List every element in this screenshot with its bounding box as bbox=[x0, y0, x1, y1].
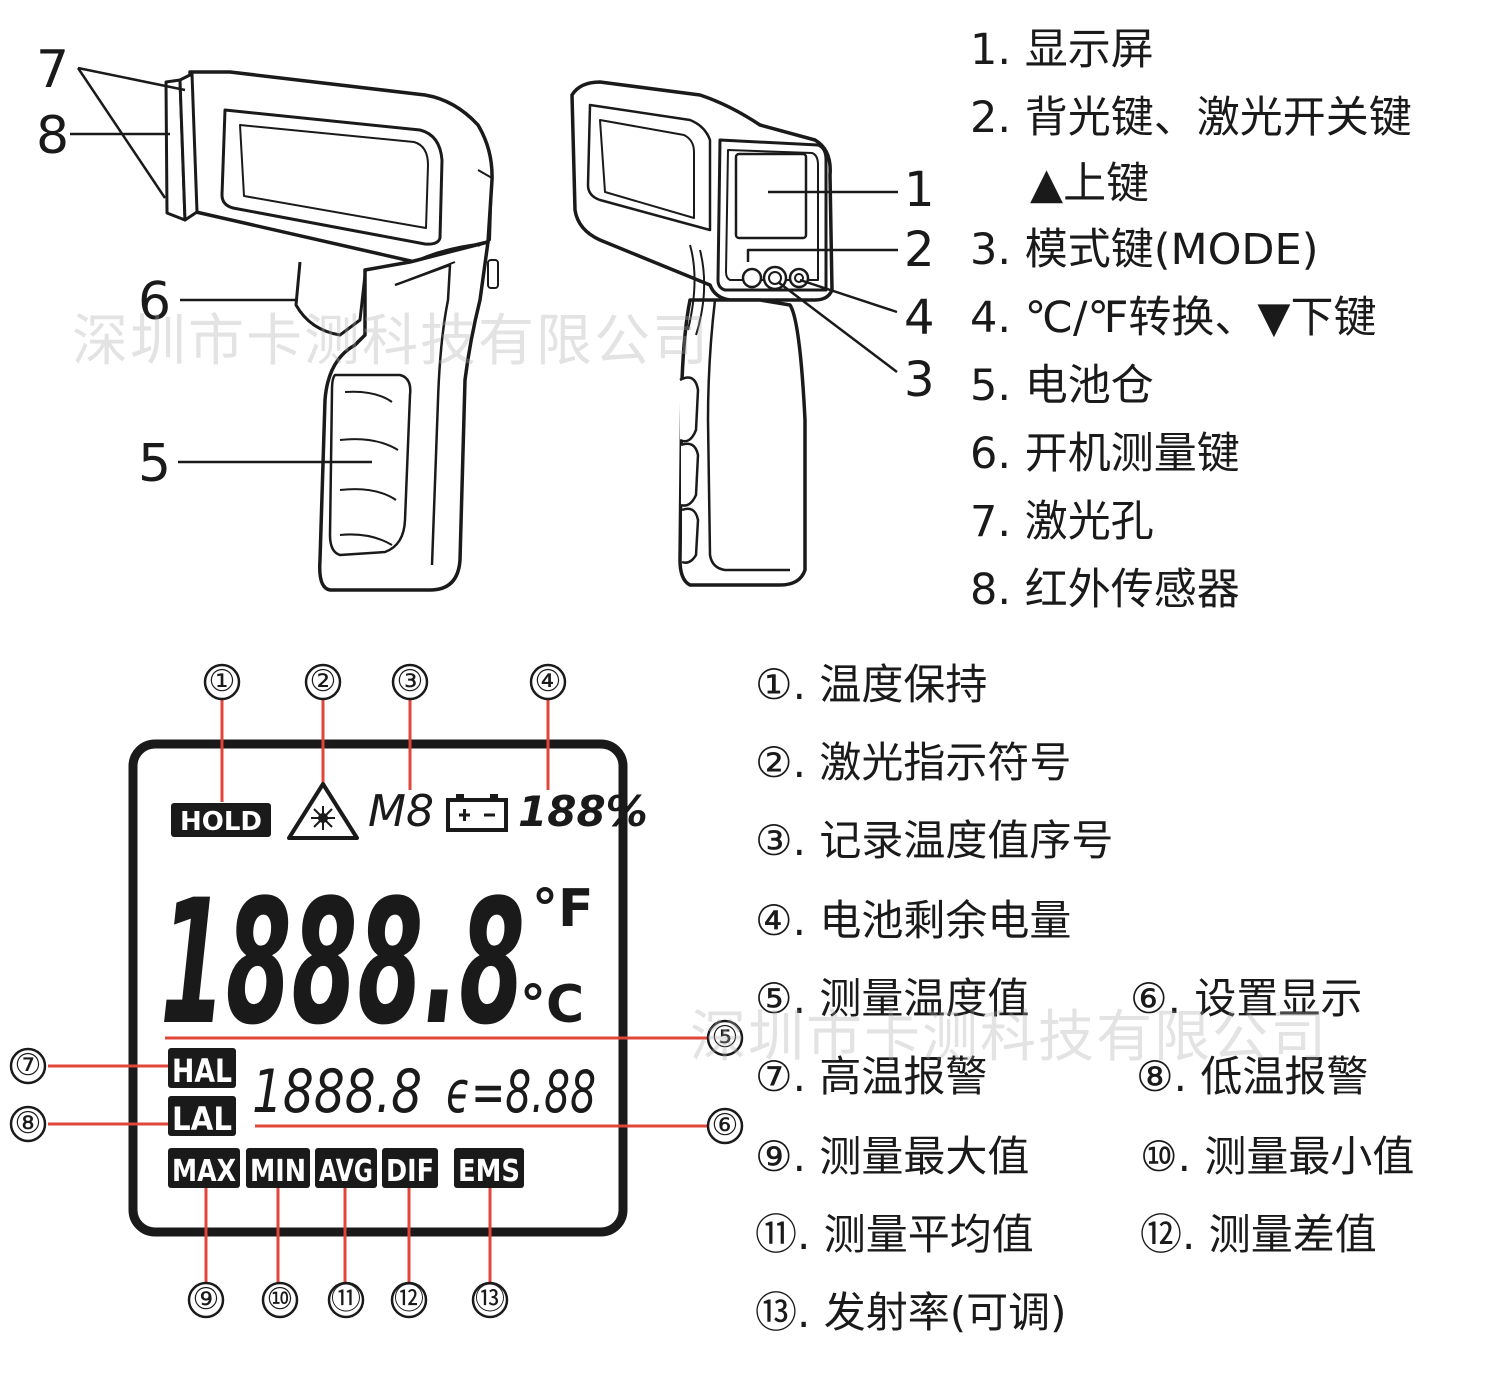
thermometer-side-view bbox=[70, 66, 499, 592]
hal-text: HAL bbox=[172, 1052, 232, 1090]
device-legend-2: 2. 背光键、激光开关键 bbox=[970, 93, 1412, 143]
lcd-legend-5: ⑤. 测量温度值 bbox=[755, 974, 1030, 1023]
main-temperature-value: 1888.8 bbox=[160, 862, 525, 1063]
lcd-legend-8: ⑧. 低温报警 bbox=[1136, 1052, 1369, 1101]
hal-badge bbox=[168, 1048, 236, 1088]
lcd-legend-1: ①. 温度保持 bbox=[755, 660, 988, 709]
hold-badge bbox=[171, 803, 271, 837]
secondary-value: 1888.8 bbox=[252, 1057, 422, 1127]
thermometer-front-view bbox=[570, 80, 898, 587]
dif-text: DIF bbox=[386, 1154, 434, 1189]
memory-indicator: M8 bbox=[368, 786, 434, 837]
device-legend-2b: ▲上键 bbox=[1030, 159, 1150, 209]
lcd-callout-4: ④ bbox=[534, 664, 562, 699]
callout-6: 6 bbox=[138, 272, 172, 332]
lcd-legend-3: ③. 记录温度值序号 bbox=[755, 816, 1114, 865]
unit-celsius: °C bbox=[520, 975, 584, 1035]
callout-8: 8 bbox=[36, 106, 70, 166]
callout-1: 1 bbox=[904, 162, 935, 218]
device-legend-1: 1. 显示屏 bbox=[970, 25, 1154, 75]
lcd-frame bbox=[128, 739, 628, 1237]
device-legend-8: 8. 红外传感器 bbox=[970, 565, 1240, 615]
device-legend-4: 4. ℃/℉转换、▼下键 bbox=[970, 293, 1377, 343]
lcd-legend-7: ⑦. 高温报警 bbox=[755, 1052, 988, 1101]
device-legend-7: 7. 激光孔 bbox=[970, 497, 1154, 547]
lcd-callout-5: ⑤ bbox=[711, 1020, 739, 1055]
lal-badge bbox=[168, 1096, 236, 1136]
ems-badge bbox=[454, 1148, 524, 1188]
avg-badge bbox=[315, 1148, 377, 1188]
device-legend-6: 6. 开机测量键 bbox=[970, 429, 1240, 479]
min-text: MIN bbox=[250, 1154, 306, 1189]
lcd-callout-6: ⑥ bbox=[711, 1108, 739, 1143]
lcd-leaders bbox=[48, 700, 712, 1282]
lcd-callout-1: ① bbox=[208, 664, 236, 699]
battery-percent: 188% bbox=[518, 787, 648, 836]
lcd-callout-12: ⑫ bbox=[394, 1282, 424, 1317]
watermark-top: 深圳市卡测科技有限公司 bbox=[72, 309, 710, 374]
callout-3: 3 bbox=[904, 352, 935, 408]
lcd-callout-11: ⑪ bbox=[331, 1282, 361, 1317]
lcd-callout-3: ③ bbox=[396, 664, 424, 699]
min-badge bbox=[246, 1148, 310, 1188]
lcd-legend-9: ⑨. 测量最大值 bbox=[755, 1132, 1030, 1181]
lcd-legend-12: ⑫. 测量差值 bbox=[1140, 1210, 1377, 1259]
callout-4: 4 bbox=[904, 290, 935, 346]
lcd-callout-circles bbox=[9, 663, 744, 1319]
lal-text: LAL bbox=[172, 1100, 232, 1138]
battery-icon bbox=[446, 794, 508, 832]
lcd-legend-2: ②. 激光指示符号 bbox=[755, 738, 1072, 787]
lcd-callout-13: ⑬ bbox=[475, 1282, 505, 1317]
max-text: MAX bbox=[172, 1154, 236, 1189]
lcd-callout-2: ② bbox=[309, 664, 337, 699]
lcd-legend-11: ⑪. 测量平均值 bbox=[755, 1210, 1034, 1259]
lcd-legend-10: ⑩. 测量最小值 bbox=[1140, 1132, 1415, 1181]
callout-5: 5 bbox=[138, 434, 172, 494]
emissivity-value: ϵ=8.88 bbox=[446, 1058, 596, 1126]
laser-icon bbox=[287, 782, 359, 840]
device-legend-3: 3. 模式键(MODE) bbox=[970, 225, 1319, 275]
watermark-bottom: 深圳市卡测科技有限公司 bbox=[690, 1005, 1328, 1070]
dif-badge bbox=[382, 1148, 438, 1188]
unit-fahrenheit: °F bbox=[532, 879, 594, 939]
callout-2: 2 bbox=[904, 222, 935, 278]
max-badge bbox=[168, 1148, 240, 1188]
hold-text: HOLD bbox=[180, 807, 262, 837]
device-legend-5: 5. 电池仓 bbox=[970, 361, 1154, 411]
lcd-legend-13: ⑬. 发射率(可调) bbox=[755, 1288, 1067, 1337]
lcd-callout-7: ⑦ bbox=[14, 1048, 42, 1083]
callout-7: 7 bbox=[36, 40, 70, 100]
lcd-callout-8: ⑧ bbox=[14, 1106, 42, 1141]
lcd-callout-9: ⑨ bbox=[192, 1282, 220, 1317]
lcd-legend-6: ⑥. 设置显示 bbox=[1130, 974, 1363, 1023]
lcd-callout-10: ⑩ bbox=[266, 1282, 294, 1317]
avg-text: AVG bbox=[319, 1154, 373, 1189]
lcd-legend-4: ④. 电池剩余电量 bbox=[755, 896, 1072, 945]
ems-text: EMS bbox=[458, 1154, 520, 1189]
